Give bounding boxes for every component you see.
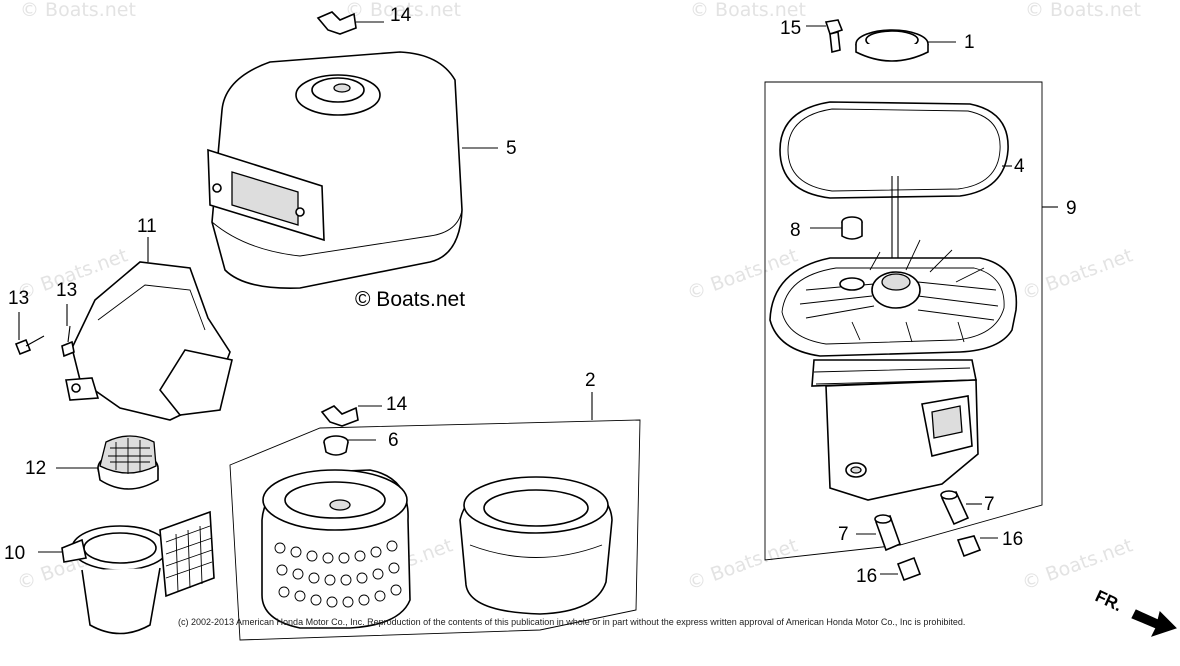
callout-9: 9	[1066, 198, 1077, 219]
part-nut-16-left[interactable]	[880, 556, 922, 582]
front-arrow-icon	[1131, 609, 1177, 637]
watermark: © Boats.net	[690, 0, 806, 21]
part-grommet-6[interactable]	[323, 435, 376, 456]
part-elbow-housing[interactable]	[65, 237, 233, 421]
callout-labels: 1 2 4 5 6 7 7 8 9 10 11 12 13 13 14 14 1…	[4, 5, 1077, 587]
part-gasket-4[interactable]	[779, 101, 1012, 199]
part-bolts-13[interactable]	[14, 304, 75, 358]
callout-8: 8	[790, 220, 801, 241]
watermark: © Boats.net	[20, 0, 136, 21]
center-watermark: © Boats.net	[355, 288, 465, 311]
part-seal-ring-1[interactable]	[855, 29, 956, 62]
callout-7-right: 7	[984, 494, 995, 515]
callout-13-left: 13	[8, 288, 29, 309]
callout-14-lower: 14	[386, 394, 408, 415]
callout-2: 2	[585, 370, 596, 391]
part-air-cleaner-case[interactable]	[769, 176, 1018, 501]
copyright-notice: (c) 2002-2013 American Honda Motor Co., …	[178, 617, 965, 627]
part-wing-nut-lower[interactable]	[320, 405, 382, 427]
part-bolt-15[interactable]	[806, 19, 844, 53]
part-screen-12[interactable]	[56, 435, 159, 490]
callout-14-top: 14	[390, 5, 412, 26]
watermark: © Boats.net	[1025, 0, 1141, 21]
front-label: FR.	[1092, 586, 1125, 615]
part-elbow-10[interactable]	[38, 510, 215, 635]
front-direction-indicator: FR.	[1092, 586, 1177, 637]
callout-4: 4	[1014, 156, 1025, 177]
watermark: © Boats.net	[1019, 244, 1135, 304]
callout-13-right: 13	[56, 280, 77, 301]
callout-12: 12	[25, 458, 46, 479]
callout-6: 6	[388, 430, 399, 451]
part-collar-8[interactable]	[810, 216, 863, 240]
part-tube-7-left[interactable]	[856, 514, 902, 552]
part-tube-7-right[interactable]	[940, 490, 982, 526]
watermark: © Boats.net	[684, 534, 800, 594]
part-nut-16-right[interactable]	[956, 535, 998, 558]
part-air-cleaner-cover[interactable]	[207, 51, 463, 289]
callout-5: 5	[506, 138, 517, 159]
callout-15: 15	[780, 18, 801, 39]
element-set-box	[229, 392, 641, 641]
part-paper-element[interactable]	[261, 469, 411, 629]
callout-7-left: 7	[838, 524, 849, 545]
callout-1: 1	[964, 32, 975, 53]
watermark: © Boats.net	[345, 0, 461, 21]
callout-16-right: 16	[1002, 529, 1023, 550]
assembly-box	[764, 81, 1058, 561]
part-foam-element[interactable]	[459, 476, 613, 615]
part-wing-nut-top[interactable]	[316, 11, 384, 35]
callout-16-left: 16	[856, 566, 877, 587]
callout-11: 11	[137, 216, 157, 237]
watermark: © Boats.net	[1019, 534, 1135, 594]
callout-10: 10	[4, 543, 25, 564]
